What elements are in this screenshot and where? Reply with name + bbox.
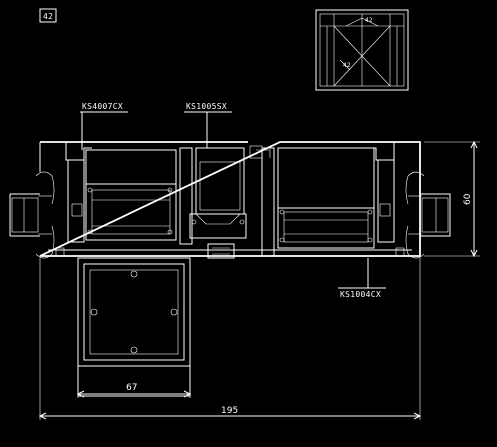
profile-label-left: KS4007CX bbox=[82, 102, 123, 111]
post-section bbox=[77, 257, 191, 397]
dimension-height: 60 bbox=[424, 140, 480, 258]
dimension-bottom-width-label: 67 bbox=[126, 383, 137, 393]
dimension-total-width: 195 bbox=[38, 258, 422, 420]
left-glazing-section bbox=[9, 171, 55, 259]
profile-label-middle: KS1005SX bbox=[186, 102, 227, 111]
right-glazing-section bbox=[405, 171, 451, 259]
profile-callouts: KS4007CX KS1005SX KS1004CX bbox=[80, 102, 386, 299]
dimension-total-width-label: 195 bbox=[221, 406, 238, 416]
detail-number: 42 bbox=[43, 12, 53, 21]
detail-number-badge: 42 bbox=[39, 8, 57, 23]
profile-section bbox=[39, 141, 421, 259]
window-elevation-thumbnail: 42 42 bbox=[315, 9, 409, 91]
profile-label-right: KS1004CX bbox=[340, 290, 381, 299]
thumbnail-label: 42 bbox=[343, 62, 351, 69]
dimension-bottom-width: 67 bbox=[76, 383, 192, 398]
thumbnail-label-top: 42 bbox=[365, 17, 373, 24]
dimension-height-label: 60 bbox=[463, 193, 473, 205]
